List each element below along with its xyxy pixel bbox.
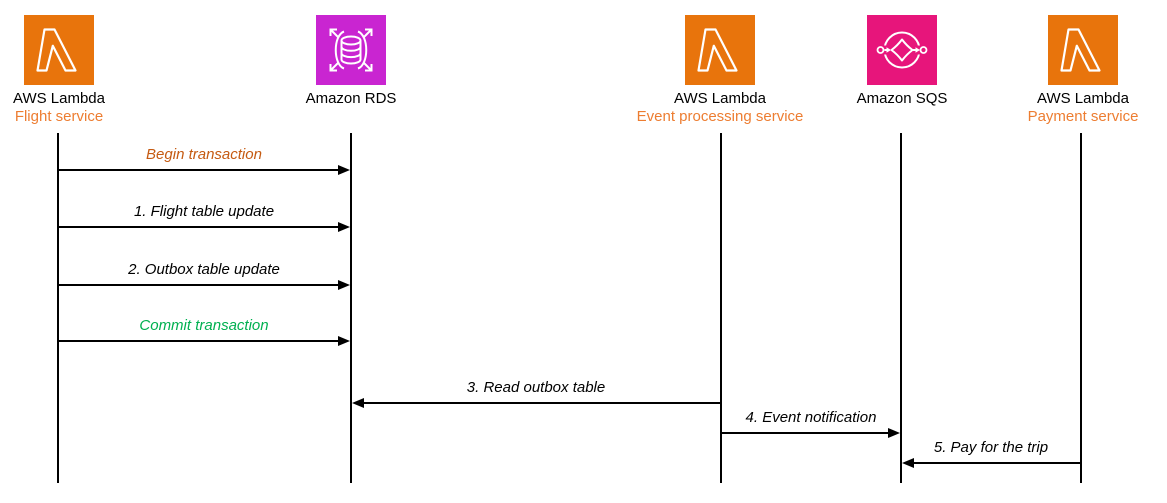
message-arrow bbox=[352, 397, 720, 409]
lifeline-payment-service bbox=[1080, 133, 1082, 483]
message-arrow bbox=[58, 164, 350, 176]
arrowhead-right-icon bbox=[888, 428, 900, 438]
aws-lambda-icon bbox=[1048, 15, 1118, 85]
actor-name: AWS Lambda bbox=[674, 90, 766, 107]
actor-amazon-sqs: Amazon SQS bbox=[782, 15, 1022, 108]
aws-lambda-icon bbox=[685, 15, 755, 85]
arrowhead-right-icon bbox=[338, 280, 350, 290]
actor-name: Amazon SQS bbox=[856, 90, 948, 107]
message-label: 2. Outbox table update bbox=[128, 261, 280, 278]
actor-name: AWS Lambda bbox=[1037, 90, 1129, 107]
arrowhead-right-icon bbox=[338, 336, 350, 346]
message-arrow bbox=[722, 427, 900, 439]
arrowhead-left-icon bbox=[352, 398, 364, 408]
actor-name: AWS Lambda bbox=[13, 90, 105, 107]
arrowhead-left-icon bbox=[902, 458, 914, 468]
actor-name: Amazon RDS bbox=[305, 90, 397, 107]
message-arrow bbox=[58, 279, 350, 291]
message-arrow bbox=[58, 221, 350, 233]
arrowhead-right-icon bbox=[338, 222, 350, 232]
message-label: Commit transaction bbox=[139, 317, 269, 334]
amazon-sqs-icon bbox=[867, 15, 937, 85]
actor-flight-service: AWS Lambda Flight service bbox=[0, 15, 179, 126]
actor-subtitle: Payment service bbox=[1027, 108, 1139, 125]
message-label: 3. Read outbox table bbox=[466, 379, 606, 396]
arrowhead-right-icon bbox=[338, 165, 350, 175]
message-arrow bbox=[58, 335, 350, 347]
message-label: 1. Flight table update bbox=[133, 203, 275, 220]
actor-subtitle: Event processing service bbox=[636, 108, 804, 125]
message-label: 4. Event notification bbox=[745, 409, 877, 426]
lifeline-amazon-sqs bbox=[900, 133, 902, 483]
actor-subtitle: Flight service bbox=[14, 108, 104, 125]
message-arrow bbox=[902, 457, 1080, 469]
amazon-rds-icon bbox=[316, 15, 386, 85]
aws-lambda-icon bbox=[24, 15, 94, 85]
lifeline-event-processing-service bbox=[720, 133, 722, 483]
actor-amazon-rds: Amazon RDS bbox=[231, 15, 471, 108]
lifeline-flight-service bbox=[57, 133, 59, 483]
lifeline-amazon-rds bbox=[350, 133, 352, 483]
actor-payment-service: AWS Lambda Payment service bbox=[963, 15, 1167, 126]
message-label: Begin transaction bbox=[146, 146, 262, 163]
actor-event-processing-service: AWS Lambda Event processing service bbox=[600, 15, 840, 126]
message-label: 5. Pay for the trip bbox=[933, 439, 1049, 456]
